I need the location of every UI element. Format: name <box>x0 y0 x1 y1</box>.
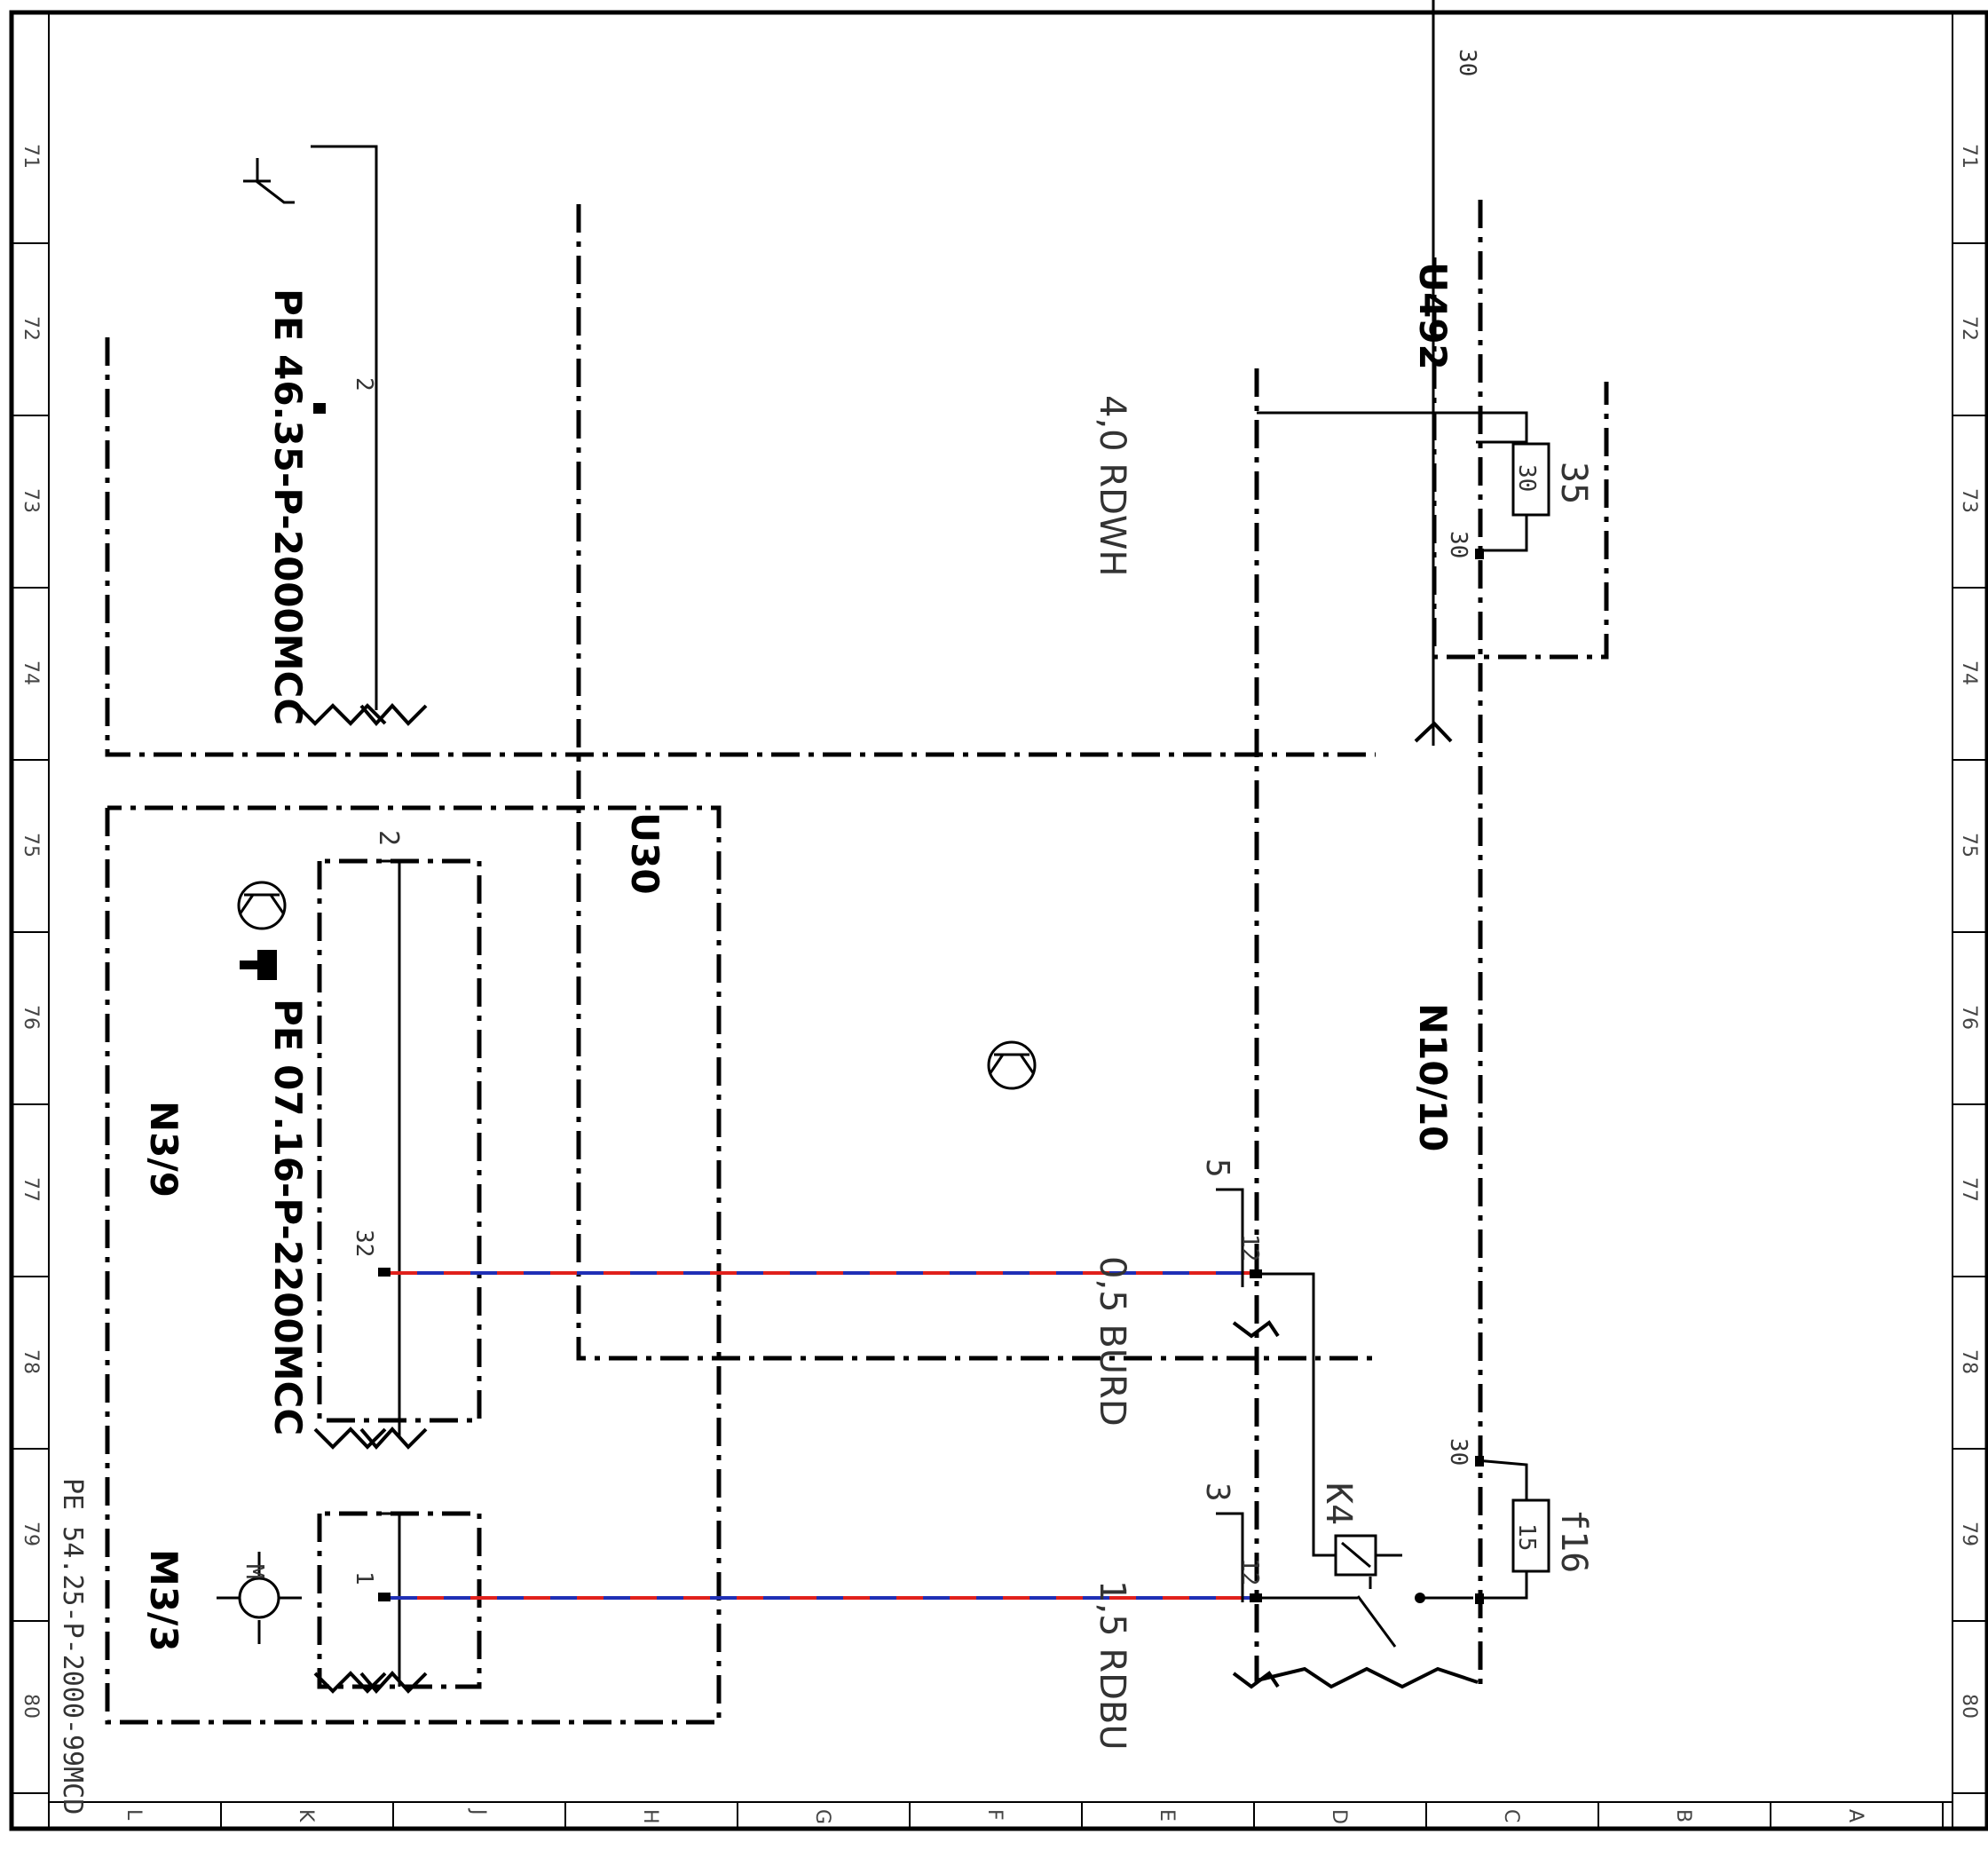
connector-5-number: 5 <box>1199 1158 1235 1178</box>
u30-box <box>105 805 722 1725</box>
grid-row-label: 76 <box>20 1005 42 1030</box>
n10-10-box <box>1254 0 1483 1691</box>
grid-column-label: B <box>1672 1809 1694 1822</box>
wire-label-1-5-rdbu: 1,5 RDBU <box>1092 1580 1132 1751</box>
connector-5 <box>1216 1188 1280 1339</box>
grid-column-label: J <box>467 1807 489 1815</box>
grid-row-label: 80 <box>20 1694 42 1719</box>
pin-n3-9-32: 32 <box>351 1229 377 1257</box>
label-u30: U30 <box>623 812 667 895</box>
label-u492: U492 <box>1411 262 1455 370</box>
grid-column-label: E <box>1156 1809 1178 1822</box>
wire-label-0-5-burd: 0,5 BURD <box>1092 1256 1132 1427</box>
grid-row-label: 77 <box>1958 1177 1980 1202</box>
u492-box <box>1432 257 1609 660</box>
ref-pe-46-35: PE 46.35-P-2000MCC <box>266 289 310 725</box>
grid-row-label: 73 <box>1958 488 1980 513</box>
connector-3-number: 3 <box>1199 1482 1235 1502</box>
grid-column-label: C <box>1500 1809 1522 1822</box>
grid-row-label: 72 <box>1958 316 1980 341</box>
connector-5-pin: 12 <box>1236 1234 1263 1261</box>
fuse-f16-value: 15 <box>1513 1523 1540 1551</box>
pin-m3-3-1: 1 <box>351 1571 377 1585</box>
f16-fuse <box>1475 1456 1550 1604</box>
grid-row-label: 78 <box>20 1349 42 1374</box>
label-m3-3: M3/3 <box>142 1549 185 1652</box>
ref-pe-54-25: PE 54.25-P-2000-99MCD <box>57 1478 88 1814</box>
connector-3-pin: 12 <box>1236 1558 1263 1585</box>
grid-row-label: 79 <box>20 1522 42 1546</box>
grid-row-label: 71 <box>20 144 42 169</box>
pin-u492-30: 30 <box>1445 531 1471 558</box>
transistor-icon <box>237 881 287 930</box>
grid-row-label: 77 <box>20 1177 42 1202</box>
grid-row-label: 76 <box>1958 1005 1980 1030</box>
grid-row-label: 75 <box>1958 833 1980 858</box>
grid-row-label: 75 <box>20 833 42 858</box>
grid-row-label: 74 <box>1958 660 1980 685</box>
wire-0-5-burd <box>378 1268 1253 1277</box>
upper-connector-box <box>105 145 1376 1361</box>
motor-icon <box>217 1552 302 1644</box>
grid-row-label: 80 <box>1958 1694 1980 1719</box>
drawing-frame <box>9 10 1988 1831</box>
grid-column-label: A <box>1844 1809 1866 1822</box>
pin-ref-mid-2: 2 <box>373 830 404 846</box>
grid-row-label: 72 <box>20 316 42 341</box>
label-k4: K4 <box>1318 1482 1359 1525</box>
fuse-35-value: 30 <box>1513 464 1540 492</box>
k4-relay <box>1250 1269 1473 1648</box>
motor-letter: M <box>241 1564 270 1579</box>
pin-top-30: 30 <box>1454 49 1480 76</box>
grid-column-label: L <box>122 1809 145 1821</box>
pin-f16-30: 30 <box>1445 1438 1471 1466</box>
grid-column-label: G <box>811 1809 833 1824</box>
grid-column-label: H <box>639 1809 661 1824</box>
label-35: 35 <box>1553 462 1594 504</box>
label-n3-9: N3/9 <box>142 1101 185 1198</box>
pin-ref-top-2: 2 <box>351 377 377 391</box>
pointing-hand-icon <box>240 950 277 980</box>
label-n10-10: N10/10 <box>1411 1003 1455 1151</box>
grid-row-label: 78 <box>1958 1349 1980 1374</box>
grid-row-label: 71 <box>1958 144 1980 169</box>
label-f16: f16 <box>1553 1509 1594 1573</box>
grid-row-label: 73 <box>20 488 42 513</box>
grid-column-label: D <box>1328 1809 1350 1824</box>
grid-column-label: F <box>983 1809 1006 1821</box>
grid-row-label: 79 <box>1958 1522 1980 1546</box>
transistor-icon-n10 <box>987 1040 1037 1090</box>
wire-label-4-0-rdwh: 4,0 RDWH <box>1092 395 1132 577</box>
connector-3 <box>1216 1512 1280 1689</box>
ref-pe-07-16: PE 07.16-P-2200MCC <box>266 999 310 1435</box>
wire-1-5-rdbu <box>378 1593 1253 1601</box>
grid-column-label: K <box>295 1809 317 1822</box>
grid-row-label: 74 <box>20 660 42 685</box>
switch-icon <box>243 158 295 204</box>
